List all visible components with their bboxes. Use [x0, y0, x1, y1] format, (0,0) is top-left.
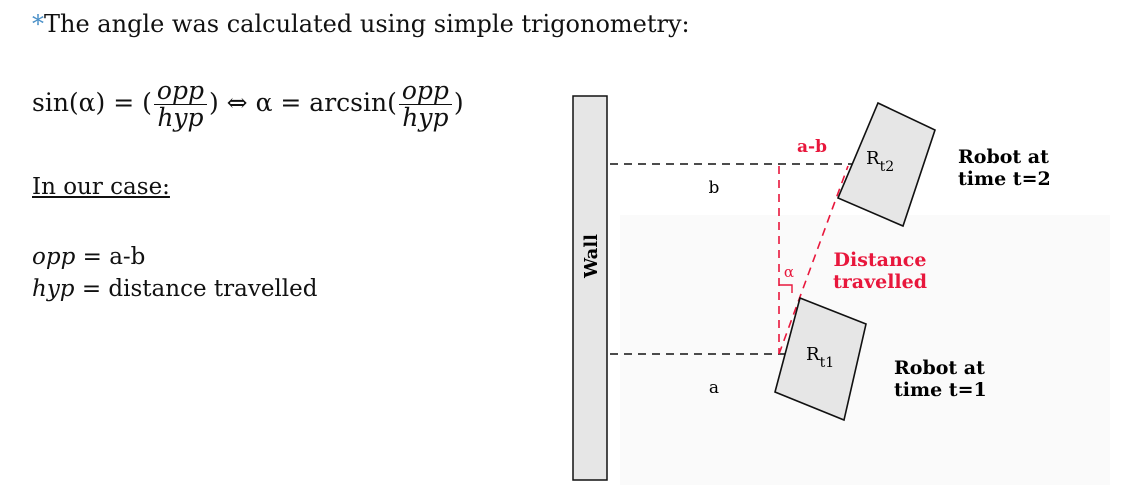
hyp-variable: hyp: [32, 276, 75, 302]
travel-path-line: [778, 165, 849, 355]
fraction-1-denominator: hyp: [157, 103, 204, 132]
robot-t1-caption-line1: Robot at: [894, 357, 985, 379]
formula-mid: ) ⇔ α = arcsin(: [208, 88, 397, 117]
opp-variable: opp: [32, 244, 76, 270]
intro-note: *The angle was calculated using simple t…: [32, 10, 690, 38]
label-a-minus-b: a-b: [797, 137, 827, 157]
intro-text: The angle was calculated using simple tr…: [44, 10, 690, 38]
fraction-2-denominator: hyp: [402, 103, 449, 132]
angle-alpha-label: α: [784, 263, 794, 281]
distance-label-line2: travelled: [833, 271, 927, 293]
formula-end: ): [453, 88, 464, 117]
diagram-background: [620, 215, 1110, 485]
formula-lhs: sin(α) = (: [32, 88, 152, 117]
case-title: In our case:: [32, 174, 170, 200]
robot-t1: [774, 296, 867, 422]
robot-t1-caption-line2: time t=1: [894, 379, 987, 401]
label-b: b: [709, 178, 720, 198]
footnote-star: *: [32, 10, 44, 38]
robot-t2-caption-line2: time t=2: [958, 168, 1051, 190]
distance-label-line1: Distance: [834, 249, 927, 271]
robot-t1-label: Rt1: [806, 344, 834, 371]
robot-t2-caption-line1: Robot at: [958, 146, 1049, 168]
hyp-definition: hyp = distance travelled: [32, 276, 317, 302]
opp-definition: opp = a-b: [32, 244, 145, 270]
hyp-value: = distance travelled: [74, 276, 318, 302]
label-a: a: [709, 378, 719, 398]
robot-t2-label: Rt2: [866, 148, 894, 175]
fraction-1-numerator: opp: [153, 78, 207, 105]
angle-marker: [779, 284, 793, 293]
fraction-2-numerator: opp: [398, 78, 452, 105]
wall: [572, 95, 608, 481]
opp-value: = a-b: [75, 244, 146, 270]
robot-t2: [836, 101, 936, 228]
wall-label: Wall: [581, 234, 602, 279]
